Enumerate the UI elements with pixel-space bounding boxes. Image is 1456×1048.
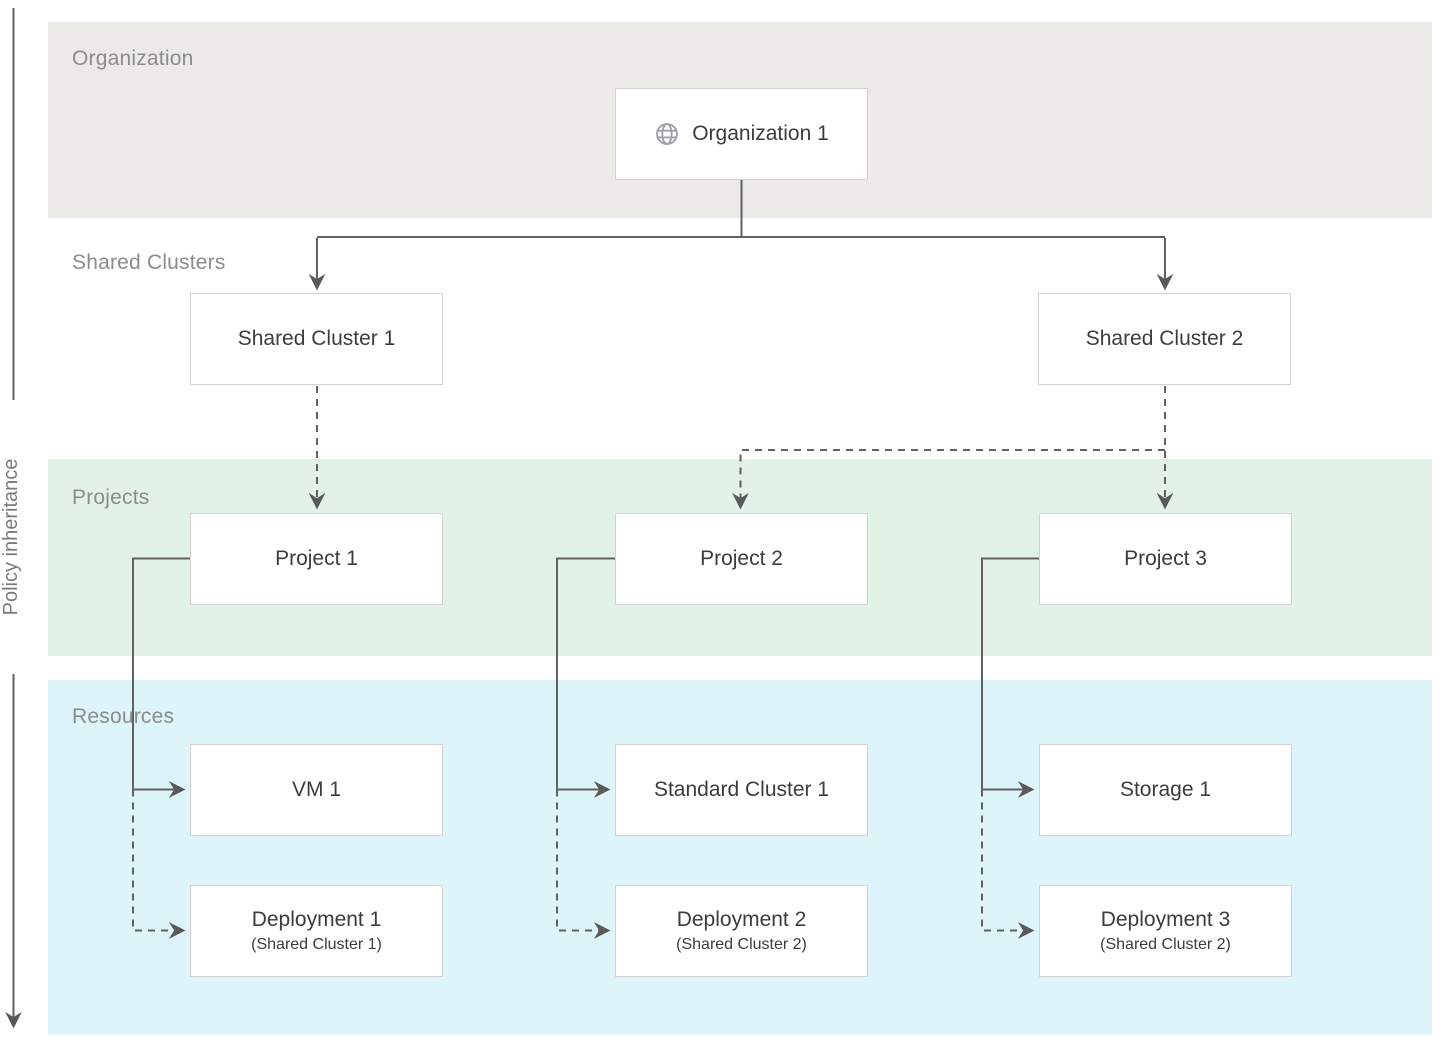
node-organization-1: Organization 1 bbox=[615, 88, 868, 180]
node-standard-cluster-1: Standard Cluster 1 bbox=[615, 744, 868, 836]
node-sublabel: (Shared Cluster 2) bbox=[676, 936, 807, 953]
node-label: Storage 1 bbox=[1119, 778, 1212, 801]
node-label: Shared Cluster 1 bbox=[237, 327, 396, 350]
policy-inheritance-label: Policy inheritance bbox=[0, 458, 22, 616]
resources-band bbox=[48, 680, 1432, 1035]
globe-icon bbox=[656, 123, 679, 145]
node-project-3: Project 3 bbox=[1039, 513, 1292, 605]
node-deployment-1: Deployment 1 (Shared Cluster 1) bbox=[190, 885, 443, 977]
shared-clusters-band-label: Shared Clusters bbox=[72, 251, 226, 274]
node-project-2: Project 2 bbox=[615, 513, 868, 605]
node-label: Project 3 bbox=[1124, 547, 1207, 570]
node-label: Standard Cluster 1 bbox=[653, 778, 830, 801]
node-project-1: Project 1 bbox=[190, 513, 443, 605]
resources-band-label: Resources bbox=[72, 705, 175, 728]
node-label: Project 1 bbox=[275, 547, 358, 570]
node-label: Deployment 3 bbox=[1100, 908, 1231, 931]
node-deployment-2: Deployment 2 (Shared Cluster 2) bbox=[615, 885, 868, 977]
projects-band-label: Projects bbox=[72, 486, 150, 509]
node-deployment-3: Deployment 3 (Shared Cluster 2) bbox=[1039, 885, 1292, 977]
node-label: Organization 1 bbox=[692, 122, 829, 145]
node-label: Deployment 2 bbox=[676, 908, 807, 931]
node-label: VM 1 bbox=[291, 778, 341, 801]
node-storage-1: Storage 1 bbox=[1039, 744, 1292, 836]
node-vm-1: VM 1 bbox=[190, 744, 443, 836]
node-label: Deployment 1 bbox=[251, 908, 382, 931]
node-label: Project 2 bbox=[700, 547, 783, 570]
node-shared-cluster-2: Shared Cluster 2 bbox=[1038, 293, 1291, 385]
node-sublabel: (Shared Cluster 1) bbox=[251, 936, 382, 953]
organization-band-label: Organization bbox=[72, 47, 194, 70]
node-shared-cluster-1: Shared Cluster 1 bbox=[190, 293, 443, 385]
node-label: Shared Cluster 2 bbox=[1085, 327, 1244, 350]
node-sublabel: (Shared Cluster 2) bbox=[1100, 936, 1231, 953]
